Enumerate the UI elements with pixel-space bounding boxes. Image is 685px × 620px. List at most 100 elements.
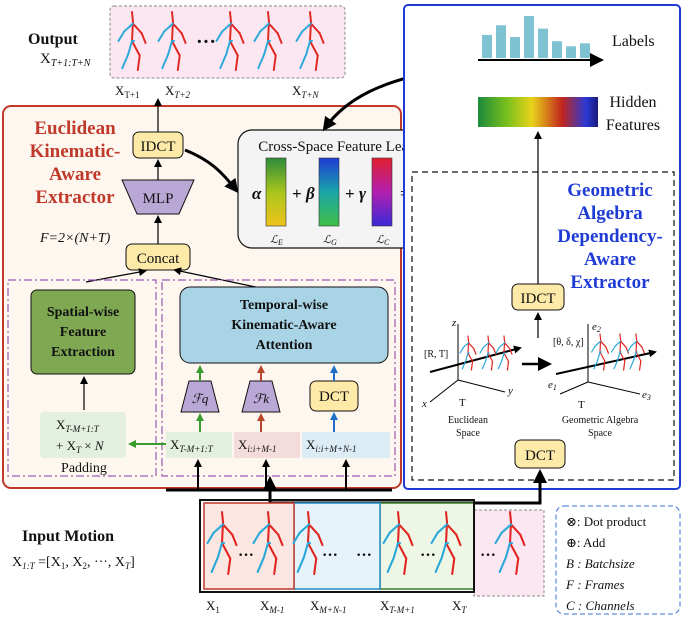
geometric-dct-label: DCT — [525, 448, 555, 464]
labels-histogram — [482, 16, 590, 59]
temporal-subpanel — [161, 279, 396, 477]
fk-label: ℱk — [253, 391, 269, 406]
output-label-n: XT+N — [292, 83, 319, 100]
spatial-feature-block — [30, 289, 136, 375]
euclidean-title-4: Extractor — [35, 187, 115, 208]
input-skeleton — [494, 510, 526, 576]
input-ellipsis-4: ··· — [420, 547, 436, 564]
legend-item-4: F : Frames — [565, 577, 625, 592]
frame-label-xt: XT — [452, 598, 467, 615]
cross-space-title: Cross-Space Feature Learning — [258, 139, 440, 155]
legend-box — [555, 505, 681, 615]
legend-item-5: C : Channels — [566, 598, 635, 613]
ga-space-skeleton — [610, 333, 630, 371]
labels-bar — [580, 43, 590, 58]
euclid-space-label-2: Space — [456, 428, 480, 439]
theta-label: [θ, δ, χ] — [553, 337, 584, 348]
euclidean-idct-label: IDCT — [141, 139, 176, 155]
output-skeleton — [117, 11, 147, 71]
euclidean-space-skeleton — [495, 335, 513, 371]
temporal-title-2: Kinematic-Aware — [231, 318, 336, 333]
axis-e2: e2 — [592, 321, 601, 334]
key-input-box — [234, 432, 300, 458]
legend-item-2: ⊕: Add — [566, 535, 606, 550]
output-frames-panel — [109, 5, 346, 79]
input-ellipsis-2: ··· — [322, 547, 338, 564]
output-formula: XT+1:T+N — [40, 51, 92, 69]
ga-space-skeleton — [626, 333, 646, 371]
output-skeleton — [157, 11, 187, 71]
euclidean-space-skeletons — [459, 335, 513, 371]
geometric-title-4: Aware — [584, 249, 636, 270]
value-input-box — [302, 432, 390, 458]
spatial-title-3: Extraction — [51, 345, 115, 360]
euclid-space-label-1: Euclidean — [448, 415, 488, 426]
fq-block — [180, 380, 220, 413]
legend-item-1: ⊗: Dot product — [566, 514, 647, 529]
input-formula: X1:T =[X1, X2, ···, XT] — [12, 555, 135, 571]
arrow-idct-cross — [184, 148, 239, 194]
euclidean-title-2: Kinematic- — [30, 141, 121, 162]
output-title: Output — [28, 31, 78, 48]
value-input-label: Xi:i+M+N-1 — [306, 437, 357, 454]
plus-2: + — [345, 184, 355, 203]
input-ellipsis-1: ··· — [238, 547, 254, 564]
euclidean-title-1: Euclidean — [34, 118, 116, 139]
axis-y: y — [507, 385, 513, 397]
geometric-title-2: Algebra — [577, 203, 643, 224]
temporal-attention-block — [179, 286, 389, 364]
spatial-subpanel — [7, 279, 157, 477]
geometric-title-3: Dependency- — [557, 226, 663, 247]
key-input-label: Xi:i+M-1 — [238, 437, 276, 454]
geometric-dct-box — [514, 439, 566, 469]
axis-e3: e3 — [642, 389, 651, 402]
spatial-title-2: Feature — [60, 325, 106, 340]
frame-label-xmn-1: XM+N-1 — [310, 598, 346, 615]
plus-1: + — [292, 184, 302, 203]
alpha-symbol: α — [252, 184, 262, 203]
output-skeleton — [295, 11, 325, 71]
frame-strip-tail — [473, 509, 545, 597]
euclidean-space-skeleton — [459, 335, 477, 371]
input-skeleton — [206, 510, 238, 576]
hidden-features-bar — [478, 97, 598, 127]
input-title: Input Motion — [22, 528, 114, 545]
padding-label: Padding — [61, 461, 107, 476]
axis-x: x — [421, 398, 427, 410]
output-skeleton — [253, 11, 283, 71]
output-skeletons — [117, 11, 325, 71]
ga-space-skeletons — [590, 333, 646, 371]
axis-t-2: T — [578, 399, 585, 411]
axis-e1: e1 — [548, 379, 557, 392]
input-skeleton — [252, 510, 284, 576]
geometric-title-1: Geometric — [567, 180, 652, 201]
hidden-text-2: Features — [606, 117, 660, 134]
gamma-symbol: γ — [359, 184, 367, 203]
ga-space-label-1: Geometric Algebra — [562, 415, 639, 426]
beta-symbol: β — [305, 184, 315, 203]
geometric-extractor-panel — [403, 4, 681, 490]
euclidean-title-3: Aware — [49, 164, 101, 185]
f-formula: F=2×(N+T) — [39, 231, 111, 246]
rt-label: [R, T] — [424, 349, 448, 360]
input-ellipsis-5: ··· — [480, 547, 496, 564]
loss-g: ℒG — [323, 234, 337, 247]
spatial-title-1: Spatial-wise — [47, 305, 119, 320]
temporal-title-1: Temporal-wise — [240, 298, 328, 313]
output-ellipsis: ··· — [196, 31, 216, 53]
axis-z: z — [451, 317, 457, 329]
output-label-2: XT+2 — [165, 83, 190, 100]
frame-label-x1: X1 — [206, 598, 220, 615]
geometric-feature-bar — [318, 157, 340, 227]
padding-line-1: XT-M+1:T — [56, 417, 100, 434]
input-skeletons — [206, 510, 526, 576]
frame-label-xm-1: XM-1 — [260, 598, 284, 615]
labels-bar — [566, 46, 576, 58]
input-ellipsis-3: ··· — [356, 547, 372, 564]
padding-box — [40, 412, 126, 458]
geometric-title-5: Extractor — [570, 272, 650, 293]
ga-space-skeleton — [590, 333, 610, 371]
query-input-box — [166, 432, 232, 458]
